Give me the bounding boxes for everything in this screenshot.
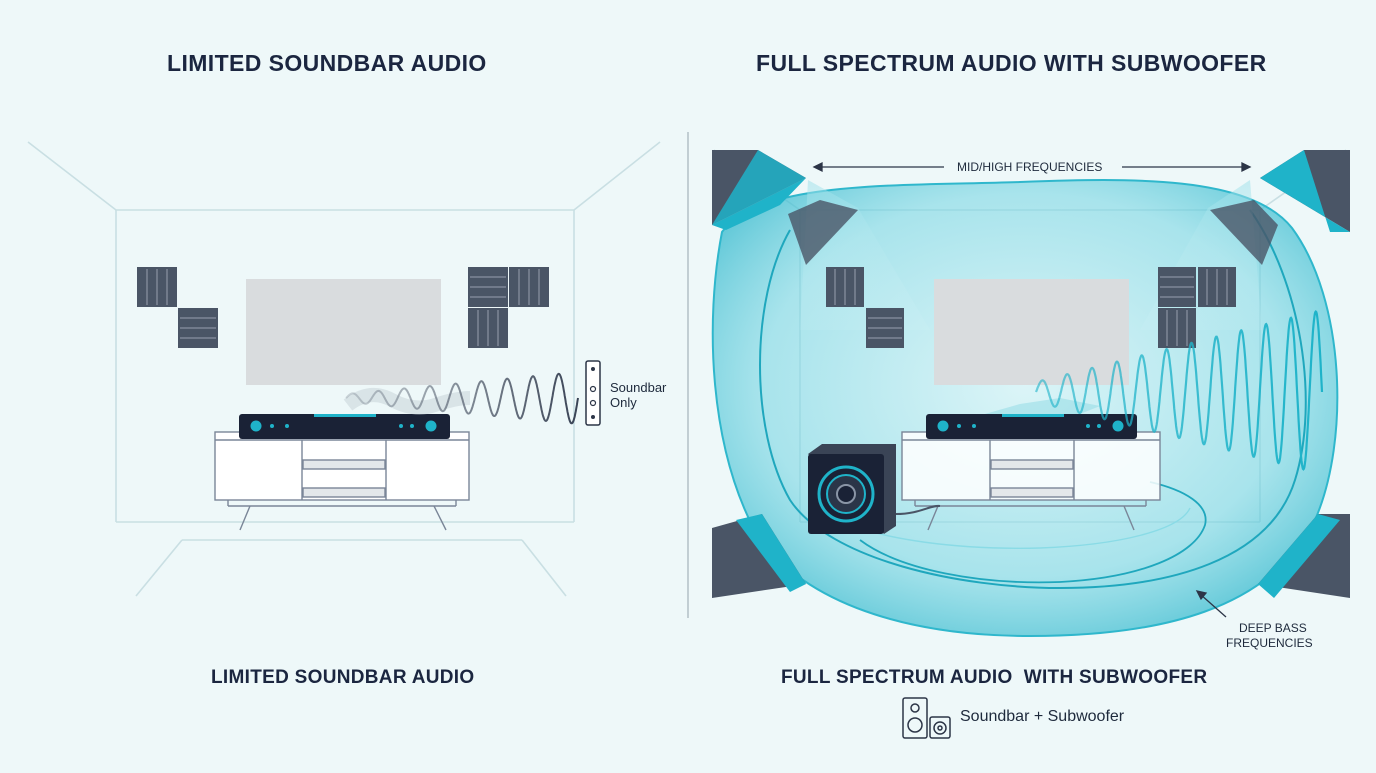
mid-high-frequencies-label: MID/HIGH FREQUENCIES xyxy=(957,160,1103,174)
right-panel-caption: FULL SPECTRUM AUDIO WITH SUBWOOFER xyxy=(781,667,1208,688)
corner-speakers xyxy=(712,150,1350,598)
left-tv-screen xyxy=(246,279,441,385)
corner-speaker-bottom-right xyxy=(1258,514,1350,598)
mid-high-arrow xyxy=(812,161,1252,173)
left-room xyxy=(27,141,661,597)
corner-speaker-bottom-left xyxy=(712,514,806,598)
left-sound-wave xyxy=(343,372,579,425)
right-acoustic-panels xyxy=(826,267,1236,348)
left-soundbar xyxy=(239,414,450,439)
right-tv-stand xyxy=(901,431,1161,531)
corner-speaker-top-left xyxy=(712,150,858,265)
left-tv-stand xyxy=(214,431,470,531)
left-panel-caption: LIMITED SOUNDBAR AUDIO xyxy=(211,667,475,688)
right-tv-screen xyxy=(934,279,1129,385)
soundbar-subwoofer-icon xyxy=(902,697,951,739)
right-sound-wave xyxy=(1034,309,1324,471)
soundbar-only-label: Soundbar xyxy=(610,380,667,395)
soundbar-only-label-line2: Only xyxy=(610,395,637,410)
legend-label: Soundbar + Subwoofer xyxy=(960,708,1125,725)
deep-bass-label: DEEP BASS xyxy=(1239,621,1307,635)
right-panel-title: FULL SPECTRUM AUDIO WITH SUBWOOFER xyxy=(756,50,1267,76)
left-panel-title: LIMITED SOUNDBAR AUDIO xyxy=(167,50,487,76)
right-soundbar xyxy=(926,398,1137,439)
soundbar-only-icon xyxy=(585,360,601,426)
corner-speaker-top-right xyxy=(1210,150,1350,265)
deep-bass-label-line2: FREQUENCIES xyxy=(1226,636,1313,650)
subwoofer xyxy=(808,444,941,534)
left-acoustic-panels xyxy=(137,267,549,348)
bass-arrow xyxy=(1195,590,1227,618)
